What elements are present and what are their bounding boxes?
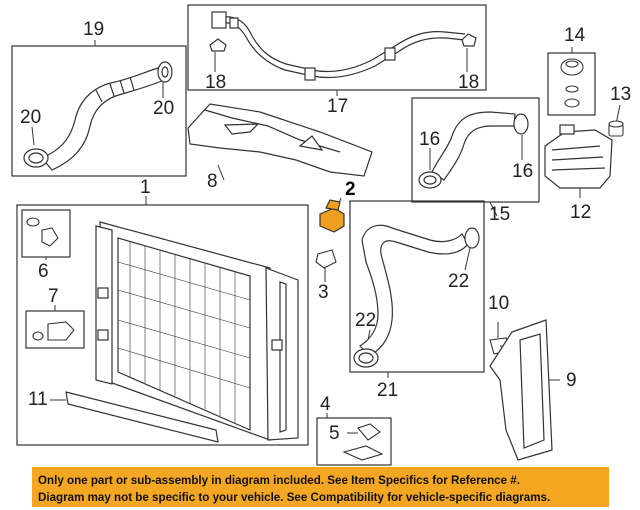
- group-box-21: [349, 200, 485, 373]
- callout-22-right: 22: [448, 271, 470, 292]
- callout-9: 9: [566, 370, 577, 391]
- mount-kit-4: [342, 423, 384, 461]
- lower-radiator-hose-21: [353, 224, 480, 368]
- callout-8: 8: [207, 171, 218, 192]
- upper-radiator-hose: [23, 61, 173, 171]
- callout-14: 14: [564, 25, 586, 46]
- callout-22-left: 22: [355, 310, 377, 331]
- callout-16-right: 16: [512, 161, 534, 182]
- group-box-1: [16, 204, 309, 446]
- callout-7: 7: [48, 286, 59, 307]
- seal-strip-11: [65, 391, 219, 443]
- callout-13: 13: [610, 84, 632, 105]
- callout-20-right: 20: [153, 98, 175, 119]
- insulator-3: [315, 249, 337, 269]
- callout-5: 5: [329, 423, 340, 444]
- coolant-reservoir-12: [544, 124, 613, 189]
- cap-13: [608, 120, 624, 137]
- callout-1: 1: [140, 177, 151, 198]
- fastener-6: [26, 217, 59, 247]
- group-box-4: [316, 417, 392, 466]
- callout-16-left: 16: [419, 129, 441, 150]
- sensor-7: [32, 321, 75, 341]
- callout-12: 12: [570, 202, 592, 223]
- callout-2: 2: [345, 179, 356, 200]
- hose-15: [418, 111, 529, 189]
- disclaimer-line-2: Diagram may not be specific to your vehi…: [38, 491, 551, 504]
- callout-17: 17: [327, 96, 349, 117]
- air-deflector-8: [187, 103, 373, 177]
- group-box-15: [411, 97, 540, 203]
- disclaimer-banner: Only one part or sub-assembly in diagram…: [32, 467, 609, 507]
- callout-3: 3: [318, 282, 329, 303]
- callout-18-left: 18: [205, 72, 227, 93]
- callout-4: 4: [320, 394, 331, 415]
- callout-6: 6: [38, 261, 49, 282]
- disclaimer-line-1: Only one part or sub-assembly in diagram…: [38, 474, 520, 487]
- side-baffle-9: [489, 319, 553, 461]
- callout-21: 21: [377, 380, 399, 401]
- bracket-2-highlighted: [319, 199, 345, 233]
- callout-19: 19: [83, 19, 105, 40]
- radiator-1: [95, 221, 299, 441]
- callout-10: 10: [488, 293, 510, 314]
- callout-11: 11: [28, 389, 48, 410]
- callout-18-right: 18: [458, 72, 480, 93]
- coolant-hose-17: [209, 11, 477, 81]
- callout-20-left: 20: [20, 107, 42, 128]
- group-box-19: [11, 45, 187, 177]
- cap-kit-14: [560, 58, 584, 108]
- callout-15: 15: [489, 204, 511, 225]
